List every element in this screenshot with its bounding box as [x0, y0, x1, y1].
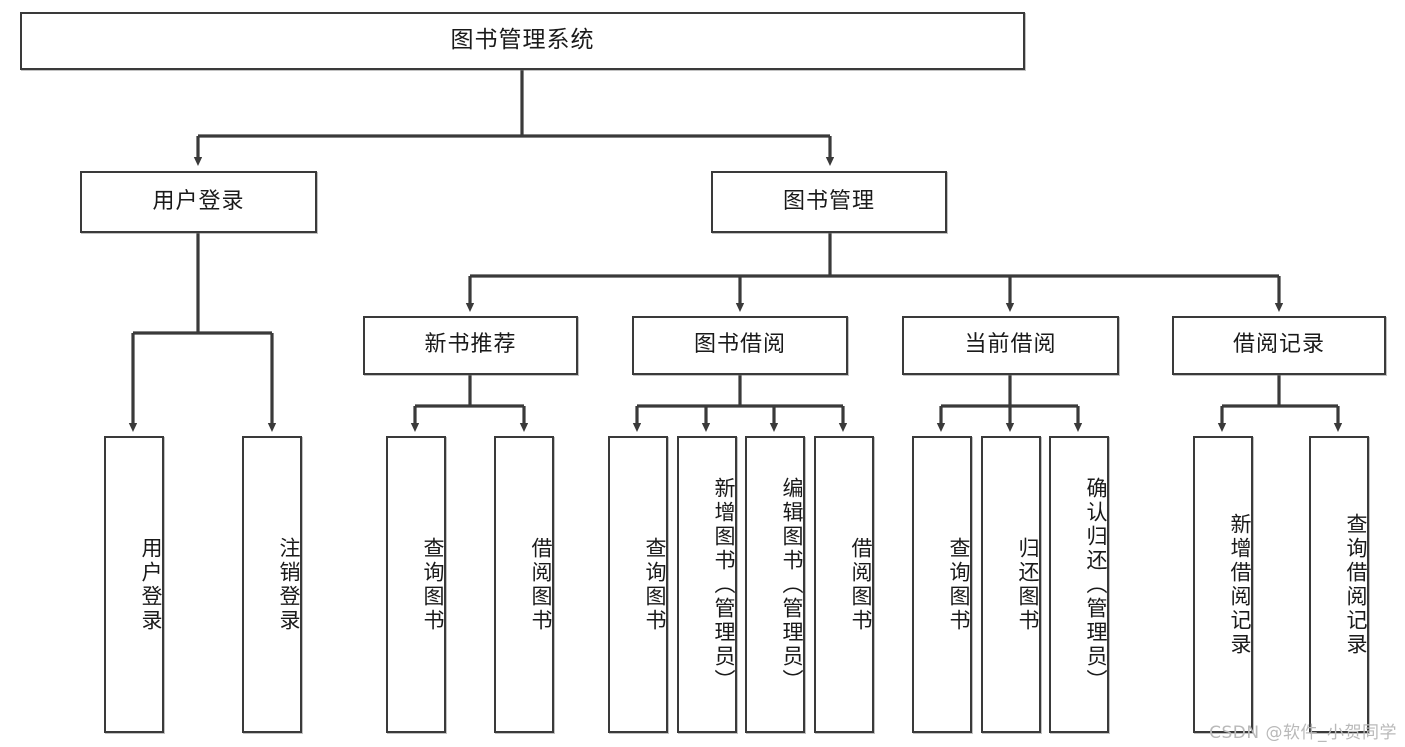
node-label: 新增借阅记录: [1228, 512, 1252, 657]
node-label: 图书管理: [782, 188, 875, 214]
node-label: 归还图书: [1016, 536, 1040, 633]
node-label: 编辑图书（管理员）: [780, 476, 804, 693]
node-book-management[interactable]: 图书管理: [711, 171, 947, 233]
node-leaf-confirm-return-admin[interactable]: 确认归还（管理员）: [1049, 436, 1109, 733]
node-leaf-add-book-admin[interactable]: 新增图书（管理员）: [677, 436, 737, 733]
node-leaf-query-book-current[interactable]: 查询图书: [912, 436, 972, 733]
node-label: 借阅图书: [849, 536, 873, 633]
node-root-book-management-system[interactable]: 图书管理系统: [20, 12, 1025, 70]
node-leaf-return-book[interactable]: 归还图书: [981, 436, 1041, 733]
node-label: 注销登录: [277, 536, 301, 633]
node-label: 确认归还（管理员）: [1084, 476, 1108, 693]
node-leaf-query-borrow-record[interactable]: 查询借阅记录: [1309, 436, 1369, 733]
node-label: 查询图书: [421, 536, 445, 633]
node-label: 图书借阅: [693, 332, 786, 358]
node-user-login[interactable]: 用户登录: [80, 171, 317, 233]
node-leaf-query-book-rec[interactable]: 查询图书: [386, 436, 446, 733]
node-leaf-borrow-book[interactable]: 借阅图书: [814, 436, 874, 733]
node-borrowing-records[interactable]: 借阅记录: [1172, 316, 1386, 375]
watermark-text: CSDN @软件_小贺同学: [1209, 723, 1397, 743]
node-label: 借阅记录: [1232, 332, 1325, 358]
node-label: 查询借阅记录: [1344, 512, 1368, 657]
node-current-borrowing[interactable]: 当前借阅: [902, 316, 1119, 375]
node-leaf-add-borrow-record[interactable]: 新增借阅记录: [1193, 436, 1253, 733]
node-label: 新书推荐: [424, 332, 517, 358]
node-label: 图书管理系统: [450, 27, 595, 54]
node-leaf-query-book-borrow[interactable]: 查询图书: [608, 436, 668, 733]
node-leaf-user-logout[interactable]: 注销登录: [242, 436, 302, 733]
node-label: 新增图书（管理员）: [712, 476, 736, 693]
node-label: 用户登录: [152, 188, 245, 214]
node-leaf-borrow-book-rec[interactable]: 借阅图书: [494, 436, 554, 733]
node-new-book-recommendation[interactable]: 新书推荐: [363, 316, 578, 375]
node-label: 用户登录: [139, 536, 163, 633]
node-label: 查询图书: [947, 536, 971, 633]
node-label: 当前借阅: [964, 332, 1057, 358]
node-leaf-edit-book-admin[interactable]: 编辑图书（管理员）: [745, 436, 805, 733]
node-book-borrowing[interactable]: 图书借阅: [632, 316, 848, 375]
node-leaf-user-login[interactable]: 用户登录: [104, 436, 164, 733]
node-label: 查询图书: [643, 536, 667, 633]
node-label: 借阅图书: [529, 536, 553, 633]
